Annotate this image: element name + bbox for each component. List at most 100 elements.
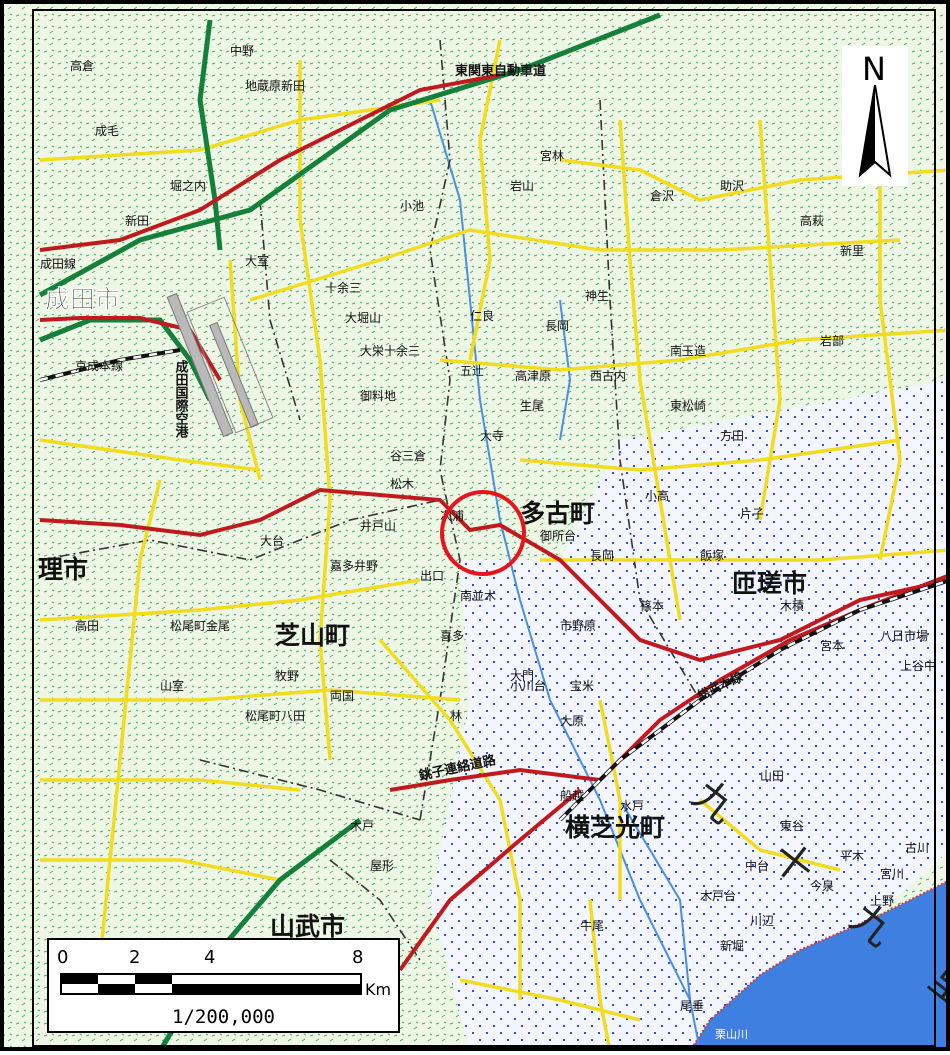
place-label: 飯塚 [700, 548, 724, 563]
place-label: 五辻 [460, 364, 484, 378]
place-label: 小高 [645, 488, 669, 503]
place-label: 市野原 [560, 618, 596, 633]
place-label: 大堀山 [345, 310, 381, 325]
north-arrow: N [842, 46, 908, 186]
railway-ticks [39, 348, 950, 821]
place-label: 倉沢 [650, 188, 674, 203]
shibayama-town-label: 芝山町 [275, 621, 350, 650]
place-label: 篠本 [640, 598, 664, 613]
rivers [429, 99, 701, 1052]
place-label: 岩部 [820, 333, 844, 348]
scale-bar-segments [60, 973, 362, 995]
place-label: 十余三 [325, 280, 361, 295]
place-label: 木戸台 [700, 888, 736, 903]
narita-line-label: 成田線 [40, 256, 76, 271]
place-label: 川辺 [750, 914, 774, 928]
place-label: 林 [450, 709, 462, 723]
place-label: 木積 [780, 598, 804, 613]
scale-tick-8: 8 [352, 947, 363, 968]
place-label: 新里 [840, 243, 864, 258]
place-label: 助沢 [720, 179, 744, 193]
place-label: 嘉多井野 [330, 559, 378, 573]
place-label: 生尾 [520, 399, 544, 413]
place-label: 岩山 [510, 178, 534, 193]
place-label: 西古内 [590, 368, 626, 383]
place-label: 上谷中 [900, 658, 936, 673]
place-label: 大門 [510, 669, 534, 683]
scale-tick-0: 0 [57, 947, 68, 968]
expressway-label: 東関東自動車道 [455, 63, 546, 79]
paddy-strip [460, 560, 520, 700]
place-label: 宮川 [880, 866, 904, 881]
scale-ratio: 1/200,000 [172, 1006, 275, 1028]
place-label: 高津原 [515, 368, 551, 383]
place-label: 大寺 [480, 429, 504, 443]
local-roads [39, 39, 950, 1052]
place-label: 今泉 [810, 878, 834, 893]
place-label: 高田 [75, 618, 99, 633]
place-label: 宮林 [540, 148, 564, 163]
place-label: 牛尾 [580, 918, 604, 933]
place-label: 大室 [245, 253, 269, 268]
scale-bar: 0 2 4 8 Km 1/200,000 [47, 938, 400, 1033]
place-label: 尾垂 [680, 999, 704, 1013]
keisei-line-label: 京成本線 [75, 358, 123, 373]
place-label: 八日市場 [880, 628, 928, 643]
place-label: 地蔵原新田 [245, 78, 305, 93]
place-label: 牧野 [275, 669, 299, 683]
place-label: 松尾町金尾 [170, 618, 230, 633]
place-label: 宮本 [820, 638, 844, 653]
place-label: 御料地 [360, 388, 396, 403]
place-label: 木戸 [350, 819, 374, 833]
scale-unit: Km [365, 980, 391, 999]
place-label: 上野 [870, 894, 894, 908]
place-label: 高萩 [800, 213, 824, 228]
airport-label: 成田国際空港 [173, 359, 189, 439]
place-label: 東松崎 [670, 399, 706, 413]
place-label: 大栄十余三 [360, 343, 420, 358]
place-label: 神生 [585, 289, 609, 303]
location-marker-circle [440, 490, 526, 576]
place-label: 御所台 [540, 528, 576, 543]
place-label: 東谷 [780, 819, 804, 833]
airport-runways [166, 292, 274, 438]
kuriyama-river-label: 栗山川 [715, 1028, 748, 1041]
place-label: 高倉 [70, 58, 94, 73]
place-label: 屋形 [370, 859, 394, 873]
place-label: 仁良 [470, 308, 494, 323]
yokoshibahikari-town-label: 横芝光町 [565, 813, 665, 842]
place-label: 谷三倉 [390, 448, 426, 463]
place-label: 出口 [420, 569, 444, 583]
place-label: 井戸山 [360, 519, 396, 533]
place-label: 宝米 [570, 679, 594, 693]
map-inner-frame [32, 9, 936, 1047]
narita-city-label: 成田市 [45, 285, 120, 314]
place-label: 松木 [390, 477, 414, 491]
place-label: 新田 [125, 213, 149, 228]
place-label: 小川台 [510, 678, 546, 693]
place-label: 南並木 [460, 588, 496, 603]
sammu-city-label: 山武市 [270, 912, 345, 941]
paddy-plain [430, 380, 950, 1051]
tako-town-label: 多古町 [520, 499, 595, 528]
place-label: 長岡 [545, 319, 569, 333]
place-label: 古川 [905, 840, 929, 855]
place-label: 松尾町八田 [245, 709, 305, 723]
left-edge-city-label: 理市 [38, 555, 88, 584]
place-label: 両国 [330, 689, 354, 703]
sosa-city-label: 匝瑳市 [732, 569, 807, 598]
sea-area [690, 880, 950, 1051]
place-label: 大原 [560, 714, 584, 728]
coastline [689, 879, 950, 1052]
place-label: 方田 [720, 428, 744, 443]
place-label: 喜多 [440, 629, 464, 643]
place-label: 新堀 [720, 938, 744, 953]
place-label: 大台 [260, 533, 284, 548]
scale-tick-2: 2 [129, 947, 140, 968]
place-label: 平木 [840, 849, 864, 863]
place-label: 成毛 [95, 124, 119, 138]
place-label: 南玉造 [670, 343, 706, 358]
small-place-labels: 高倉成毛中野地蔵原新田堀之内大室新田十余三大堀山大栄十余三御料地五辻高津原西古内… [70, 43, 936, 1013]
